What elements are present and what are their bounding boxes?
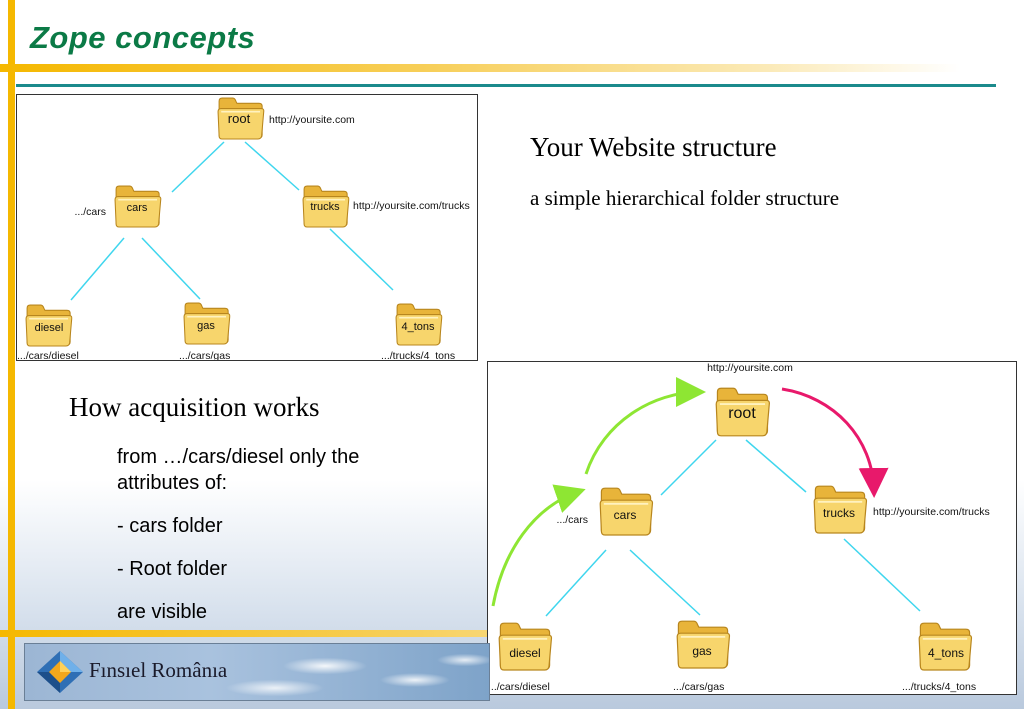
structure-subheading: a simple hierarchical folder structure — [530, 186, 840, 210]
tons-folder-label: 4_tons — [928, 646, 964, 660]
diesel-path-label: .../cars/diesel — [17, 350, 79, 360]
cars-folder-label: cars — [127, 202, 148, 214]
acquisition-line: - cars folder — [117, 515, 223, 537]
website-structure-diagram: root http://yoursite.com cars .../cars t… — [16, 94, 478, 361]
diesel-folder-label: diesel — [509, 646, 540, 660]
gas-folder-label: gas — [692, 644, 711, 658]
tree-connectors — [70, 141, 394, 301]
root-folder-label: root — [728, 405, 756, 422]
root-path-label: http://yoursite.com — [269, 114, 355, 126]
acquire-arrow-cars-to-root — [584, 377, 706, 475]
slide-title: Zope concepts — [30, 20, 256, 55]
root-folder-label: root — [228, 111, 251, 126]
trucks-folder-label: trucks — [310, 201, 340, 213]
accent-bar-title — [0, 64, 960, 72]
trucks-path-label: http://yoursite.com/trucks — [353, 200, 470, 212]
footer-brand: Fınsıel Românıa — [89, 658, 228, 682]
acquisition-heading: How acquisition works — [69, 392, 320, 422]
tree-connectors — [545, 439, 921, 617]
acquisition-line: from …/cars/diesel only the attributes o… — [117, 446, 360, 494]
tons-folder-label: 4_tons — [401, 321, 435, 333]
tons-path-label: .../trucks/4_tons — [902, 681, 976, 693]
acquisition-diagram: root http://yoursite.com cars .../cars t… — [487, 361, 1017, 695]
gas-path-label: .../cars/gas — [673, 681, 724, 693]
footer-banner: Fınsıel Românıa — [24, 643, 490, 701]
cars-path-label: .../cars — [74, 206, 106, 218]
cars-path-label: .../cars — [556, 514, 588, 526]
gas-folder-label: gas — [197, 320, 215, 332]
cars-folder-label: cars — [614, 508, 637, 522]
structure-heading: Your Website structure — [530, 132, 777, 162]
tons-path-label: .../trucks/4_tons — [381, 350, 455, 360]
diesel-path-label: .../cars/diesel — [488, 681, 550, 693]
acquire-arrow-diesel-to-cars — [491, 484, 586, 607]
acquisition-line: are visible — [117, 601, 208, 623]
finsiel-logo-icon — [37, 651, 83, 693]
accent-bar-bottom — [0, 630, 900, 637]
root-path-label: http://yoursite.com — [707, 362, 793, 374]
acquisition-line: - Root folder — [117, 558, 228, 580]
gas-path-label: .../cars/gas — [179, 350, 230, 360]
trucks-folder-label: trucks — [823, 506, 855, 520]
trucks-path-label: http://yoursite.com/trucks — [873, 506, 990, 518]
acquisition-list: from …/cars/diesel only the attributes o… — [117, 444, 437, 642]
title-divider — [16, 84, 996, 87]
lookup-arrow-root-to-trucks — [781, 387, 889, 498]
diesel-folder-label: diesel — [35, 322, 64, 334]
accent-bar-vertical — [8, 0, 15, 709]
